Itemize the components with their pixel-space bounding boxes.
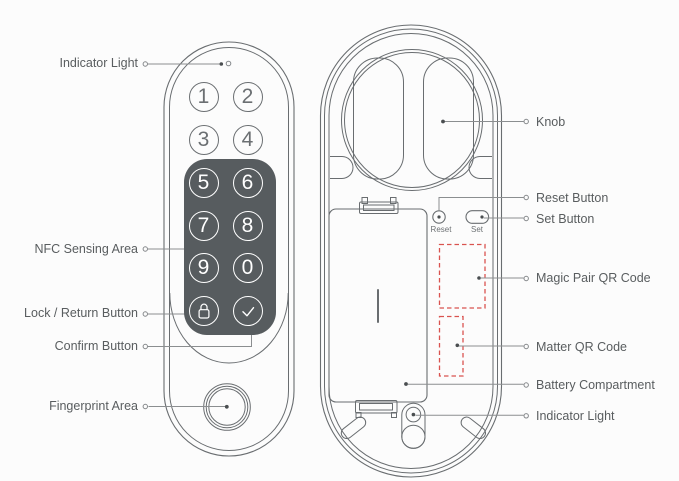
callout-confirm-button: Confirm Button (54, 339, 138, 353)
knob (341, 49, 483, 191)
key-0: 0 (232, 253, 263, 283)
reset-button-engraving: Reset (430, 225, 452, 234)
left-side-tab (330, 156, 354, 179)
magic-pair-qr-zone (438, 243, 486, 309)
key-2-label: 2 (241, 85, 254, 108)
label-markers (142, 61, 529, 419)
key-8: 8 (232, 210, 263, 241)
key-7: 7 (188, 210, 219, 241)
key-2: 2 (232, 82, 263, 112)
back-indicator-light (405, 406, 422, 423)
callout-nfc-sensing-area: NFC Sensing Area (34, 242, 138, 256)
confirm-key (232, 295, 263, 326)
set-button-engraving: Set (470, 225, 484, 234)
key-8-label: 8 (241, 213, 254, 237)
callout-indicator-light-front: Indicator Light (59, 56, 138, 70)
callout-knob: Knob (536, 115, 566, 129)
lock-return-key (188, 295, 219, 326)
battery-latch-bottom (355, 400, 398, 418)
key-9-label: 9 (197, 256, 210, 279)
mounting-feet (340, 416, 486, 440)
right-foot (460, 416, 486, 440)
leader-dots (219, 62, 481, 417)
key-0-label: 0 (241, 256, 254, 279)
key-6-label: 6 (241, 171, 254, 194)
lock-icon (197, 303, 210, 319)
key-1: 1 (188, 82, 219, 112)
left-foot (340, 416, 367, 440)
key-5: 5 (188, 168, 219, 198)
key-7-label: 7 (197, 213, 210, 237)
callout-lock-return-button: Lock / Return Button (24, 306, 138, 320)
callout-fingerprint-area: Fingerprint Area (49, 399, 138, 413)
callout-reset-button: Reset Button (536, 191, 609, 205)
key-3: 3 (188, 124, 219, 155)
leader-lines (148, 63, 524, 416)
checkmark-icon (241, 306, 254, 316)
back-indicator-assembly (401, 402, 426, 449)
callout-indicator-light-back: Indicator Light (536, 409, 615, 423)
side-tabs (330, 156, 492, 179)
key-6: 6 (232, 168, 263, 198)
set-button (465, 210, 490, 224)
key-5-label: 5 (197, 171, 210, 194)
battery-latch-top (359, 197, 399, 214)
right-side-tab (468, 156, 492, 179)
callout-set-button: Set Button (536, 212, 595, 226)
callout-magic-pair-qr-code: Magic Pair QR Code (536, 271, 651, 285)
front-indicator-light (225, 60, 232, 67)
key-3-label: 3 (197, 127, 210, 151)
key-4-label: 4 (241, 127, 254, 151)
front-faceplate-curve (169, 292, 289, 364)
key-1-label: 1 (197, 85, 210, 108)
callout-matter-qr-code: Matter QR Code (536, 340, 628, 354)
key-9: 9 (188, 253, 219, 283)
callout-battery-compartment: Battery Compartment (536, 378, 655, 392)
key-4: 4 (232, 124, 263, 155)
battery-compartment (328, 208, 428, 403)
